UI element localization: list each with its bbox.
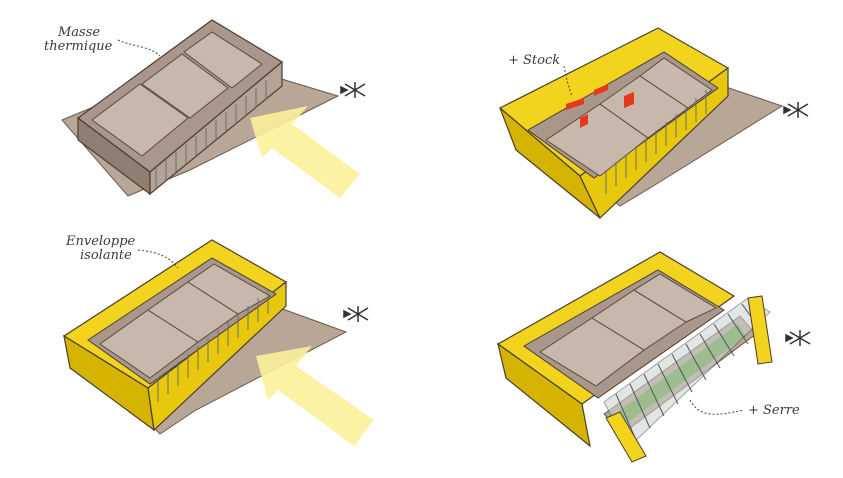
panel-greenhouse: + Serre xyxy=(496,251,811,463)
stock-marker xyxy=(580,114,588,128)
room-3 xyxy=(183,31,263,89)
leader-line xyxy=(563,65,573,97)
glazing xyxy=(157,290,269,402)
leader-line xyxy=(689,399,745,415)
panel-insulation: Enveloppe isolante xyxy=(62,234,374,446)
stock-marker xyxy=(566,98,584,110)
room-3 xyxy=(639,57,713,109)
stock-markers xyxy=(566,84,634,128)
greenhouse-end-wall-right xyxy=(747,295,773,365)
panel-stock: + Stock xyxy=(498,27,809,220)
stock-marker xyxy=(594,84,608,96)
label-greenhouse: + Serre xyxy=(748,403,800,418)
glazing xyxy=(155,80,267,188)
panel-thermal-mass: Masse thermique xyxy=(44,19,366,198)
leader-line xyxy=(117,39,161,57)
label-insulation-line1: Enveloppe xyxy=(65,234,136,249)
room-1 xyxy=(91,83,189,157)
compass-icon xyxy=(783,102,809,118)
compass-icon xyxy=(343,306,369,322)
insulation-front xyxy=(497,342,591,448)
sun-arrow xyxy=(250,106,360,198)
glazing xyxy=(605,90,707,194)
label-insulation-line2: isolante xyxy=(80,248,132,263)
compass-icon xyxy=(785,330,811,346)
room-2 xyxy=(141,53,229,119)
compass-icon xyxy=(340,82,366,98)
stock-marker xyxy=(624,92,634,108)
label-stock: + Stock xyxy=(508,53,560,68)
leader-line xyxy=(137,249,179,269)
label-thermal-mass-line1: Masse xyxy=(57,25,100,40)
greenhouse-end-wall-left xyxy=(605,411,647,463)
sun-arrow xyxy=(256,346,374,446)
room-3 xyxy=(633,273,718,323)
label-thermal-mass-line2: thermique xyxy=(44,39,113,54)
room-3 xyxy=(187,263,272,315)
